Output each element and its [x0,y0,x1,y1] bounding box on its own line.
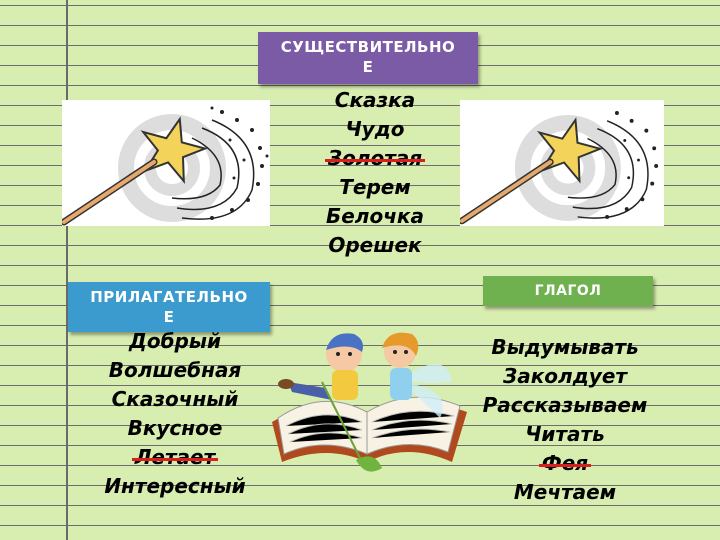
verb-word: Мечтаем [513,480,617,504]
adjective-word: Волшебная [108,358,242,382]
verb-word-crossed: Фея [455,449,675,478]
verb-word: Выдумывать [491,335,639,359]
verb-label-text: ГЛАГОЛ [534,283,602,299]
adjective-word: Добрый [129,329,221,353]
adjective-word-crossed: Летает [80,443,270,472]
adjective-word-list: Добрый Волшебная Сказочный Вкусное Летае… [80,327,270,501]
noun-word: Белочка [326,204,424,228]
verb-label: ГЛАГОЛ [483,276,653,306]
verb-word: Заколдует [502,364,627,388]
adjective-word: Вкусное [127,416,223,440]
noun-word: Орешек [328,233,422,257]
adjective-word: Сказочный [111,387,239,411]
noun-word-crossed: Золотая [300,144,450,173]
noun-word-list: Сказка Чудо Золотая Терем Белочка Орешек [300,86,450,260]
magic-wand-icon [458,100,664,226]
verb-word: Читать [525,422,605,446]
open-book-with-children-icon [262,322,472,482]
magic-wand-icon [60,100,270,226]
adjective-word: Интересный [104,474,246,498]
noun-label-line1: СУЩЕСТВИТЕЛЬНО [280,38,456,56]
verb-word-list: Выдумывать Заколдует Рассказываем Читать… [455,333,675,507]
noun-word: Сказка [334,88,416,112]
noun-word: Терем [339,175,411,199]
adjective-label-line2: Е [163,308,175,326]
noun-label: СУЩЕСТВИТЕЛЬНО Е [258,32,478,84]
verb-word: Рассказываем [482,393,648,417]
noun-label-line2: Е [362,58,374,76]
noun-word: Чудо [345,117,405,141]
adjective-label: ПРИЛАГАТЕЛЬНО Е [68,282,270,332]
adjective-label-line1: ПРИЛАГАТЕЛЬНО [90,288,248,306]
notebook-margin-line [66,0,68,540]
